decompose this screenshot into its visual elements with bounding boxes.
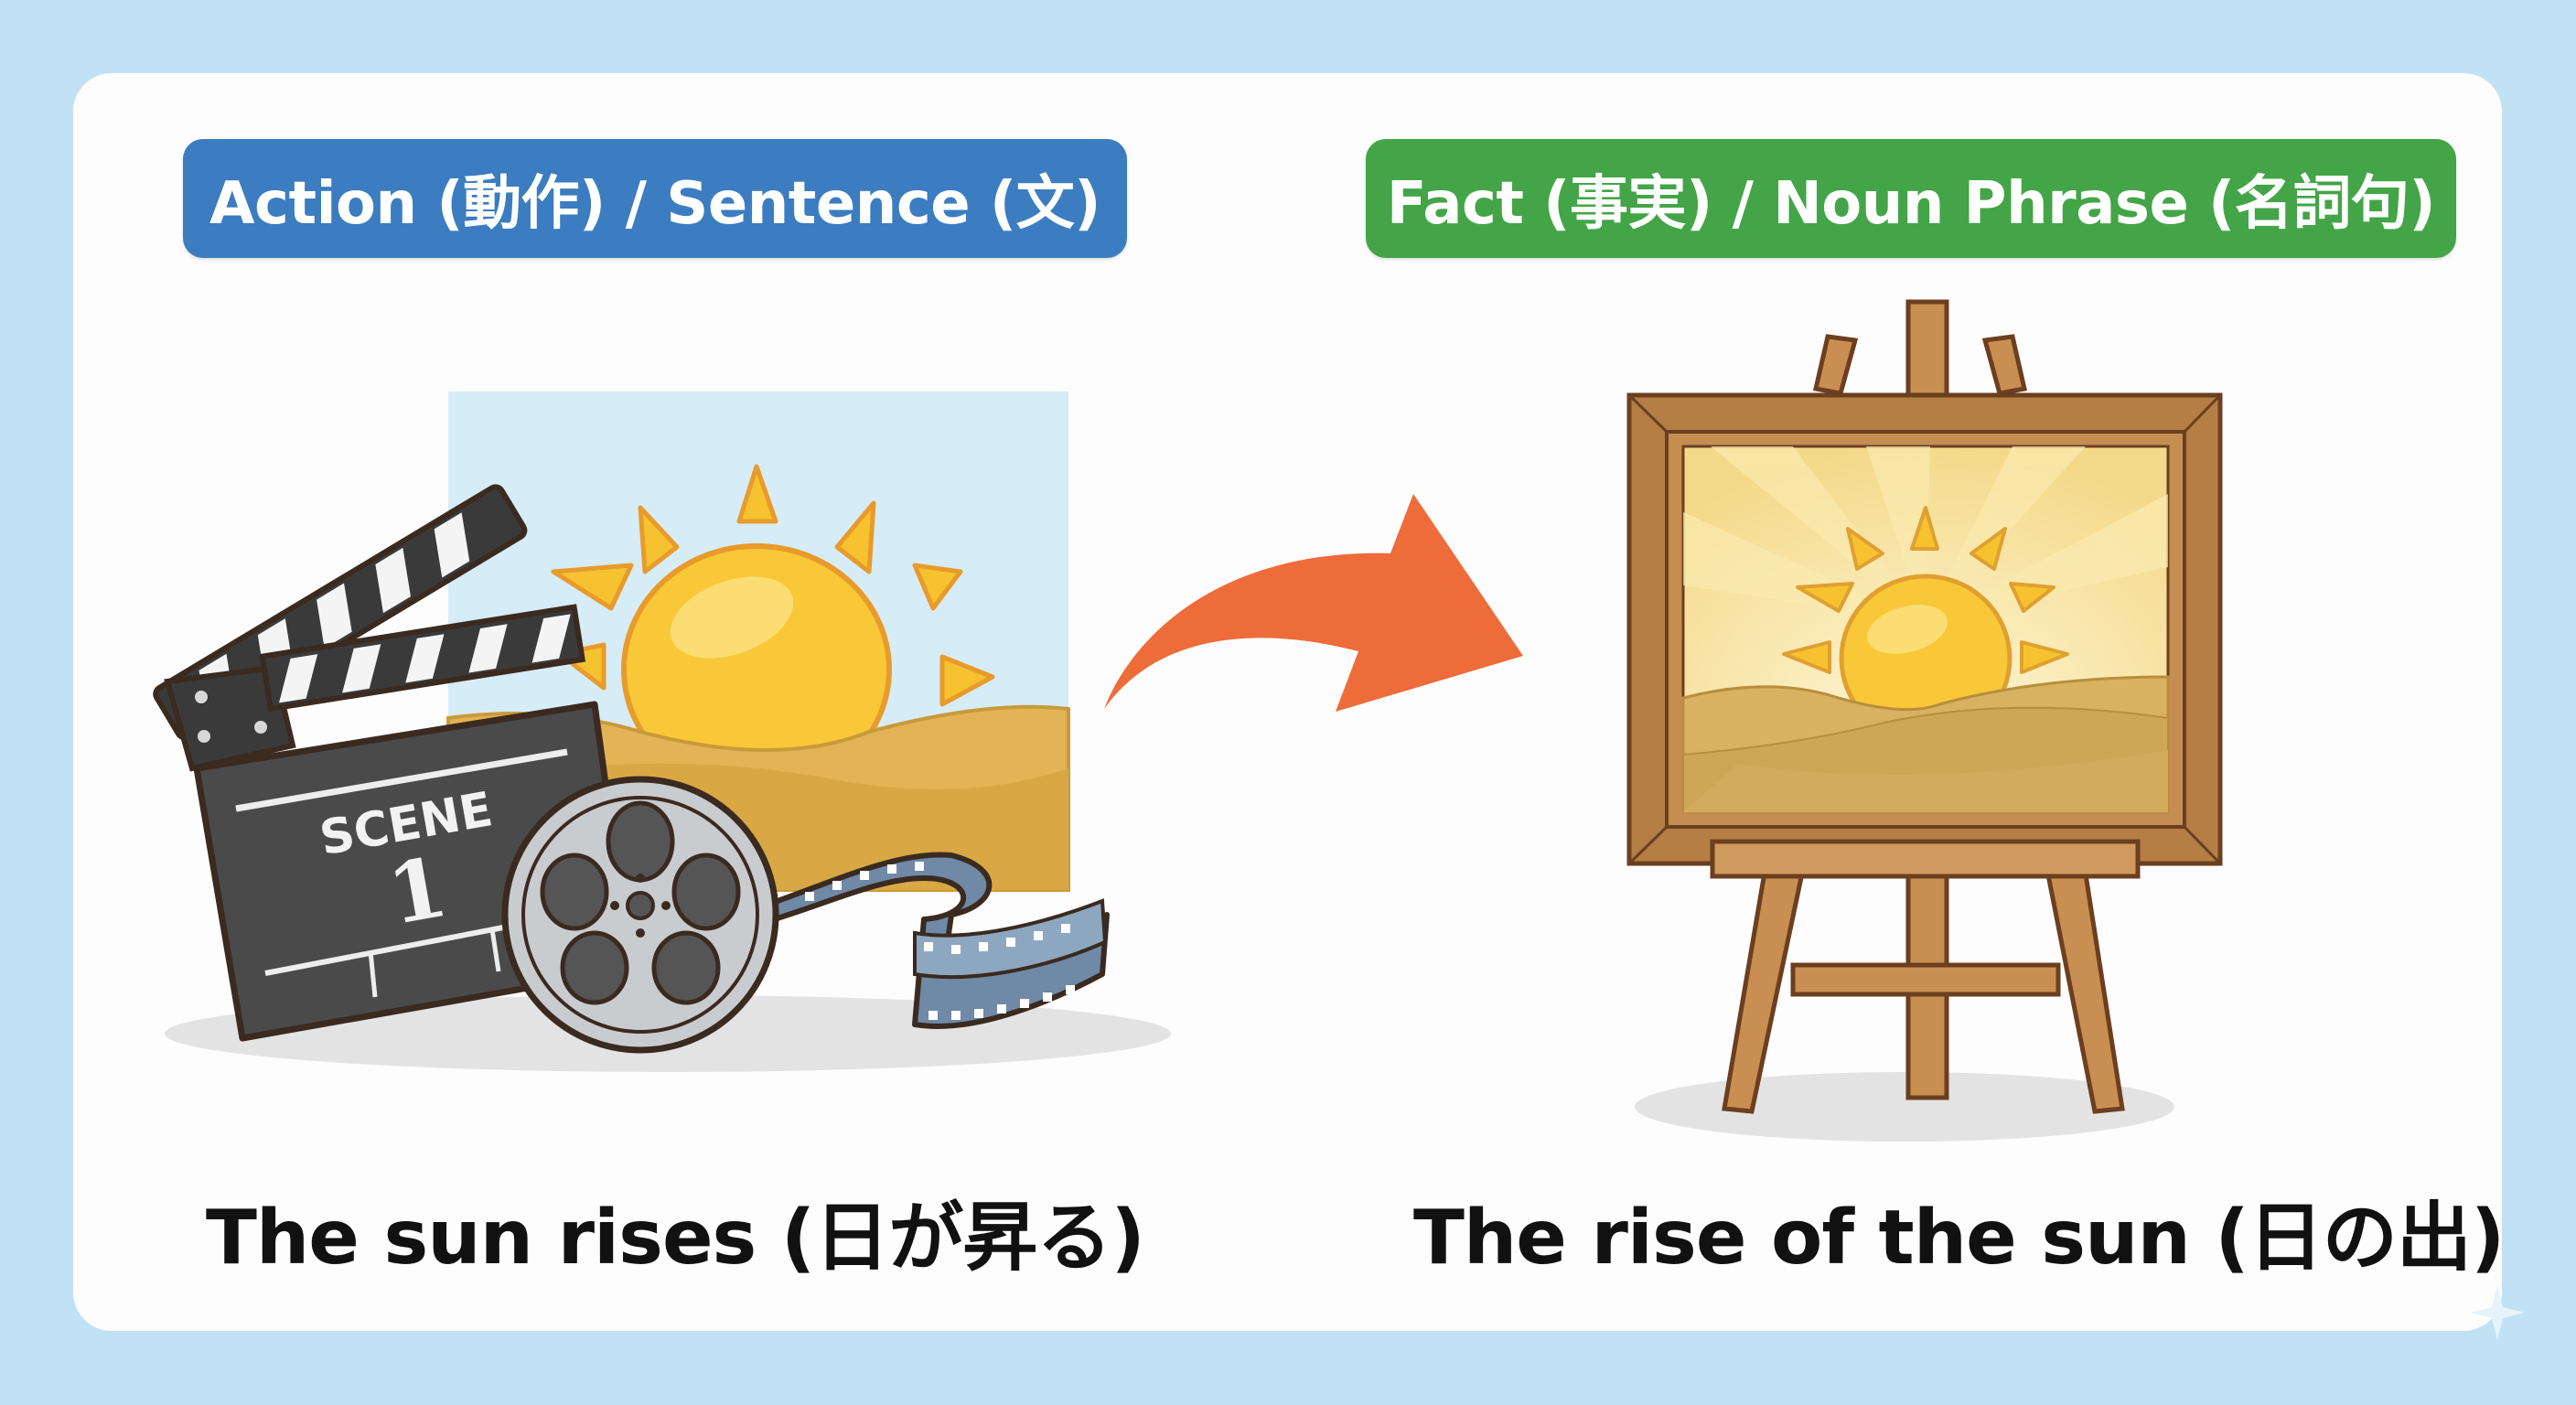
film-strip-icon bbox=[757, 852, 1110, 1029]
easel-shadow bbox=[1635, 1072, 2174, 1142]
action-sentence-label: Action (動作) / Sentence (文) bbox=[183, 139, 1127, 258]
fact-noun-phrase-label: Fact (事実) / Noun Phrase (名詞句) bbox=[1366, 139, 2456, 258]
noun-phrase-caption-text: The rise of the sun (日の出) bbox=[1413, 1194, 2505, 1282]
fact-noun-phrase-label-text: Fact (事実) / Noun Phrase (名詞句) bbox=[1386, 170, 2436, 238]
film-reel-icon bbox=[501, 776, 779, 1054]
curved-arrow-right-icon bbox=[1104, 494, 1523, 712]
sentence-caption: The sun rises (日が昇る) bbox=[206, 1180, 1145, 1282]
noun-phrase-caption: The rise of the sun (日の出) bbox=[1413, 1180, 2505, 1282]
sentence-caption-text: The sun rises (日が昇る) bbox=[206, 1194, 1145, 1282]
action-sentence-label-text: Action (動作) / Sentence (文) bbox=[209, 170, 1101, 238]
sparkle-icon bbox=[2470, 1285, 2525, 1340]
easel-painting-illustration bbox=[1626, 299, 2223, 1142]
